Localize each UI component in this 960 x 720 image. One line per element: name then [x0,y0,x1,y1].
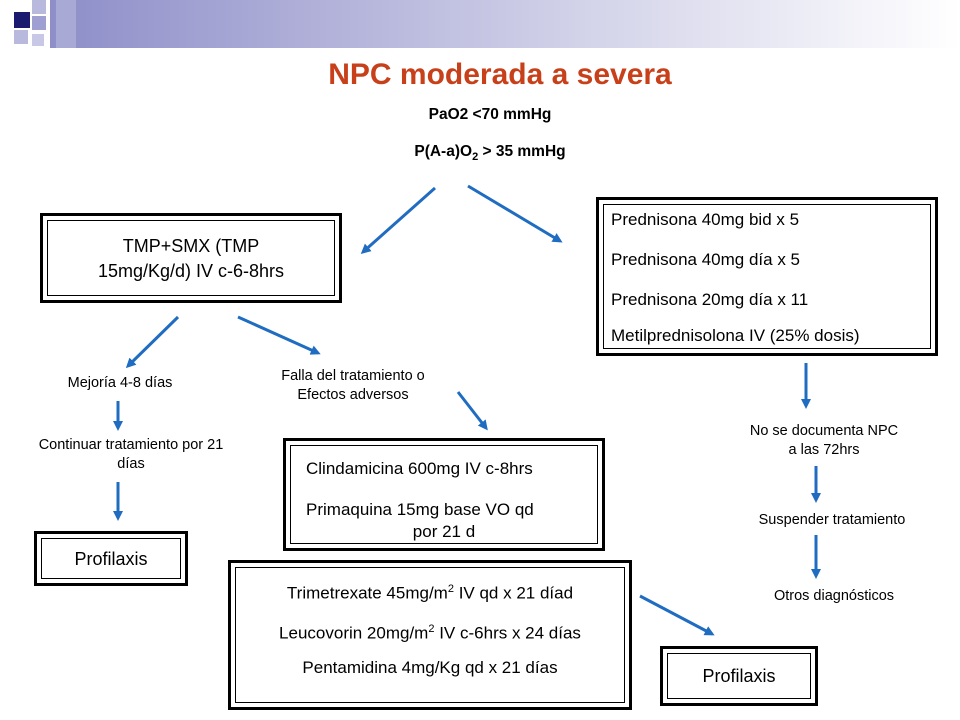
label-falla-line2: Efectos adversos [297,387,409,403]
arrow-to-profilaxis-right [639,594,715,636]
label-no-documenta-line2: a las 72hrs [788,442,860,458]
logo-square-dark [14,12,30,28]
arrow-to-mejoria [125,315,180,369]
box-tmp-smx: TMP+SMX (TMP 15mg/Kg/d) IV c-6-8hrs [40,213,342,303]
logo-square-light [14,30,28,44]
box-inner-border [47,220,335,296]
clindamicina-line3: por 21 d [412,522,476,541]
label-no-documenta: No se documenta NPC a las 72hrs [718,422,930,460]
box-profilaxis-right: Profilaxis [660,646,818,706]
box-clindamicina: Clindamicina 600mg IV c-8hrs Primaquina … [283,438,605,551]
box-inner-border [667,653,811,699]
trimetrexate-line2-sup: 2 [428,623,435,635]
label-continuar: Continuar tratamiento por 21 días [0,436,262,474]
logo-square-light [56,0,76,48]
trimetrexate-line3: Pentamidina 4mg/Kg qd x 21 días [302,658,558,677]
page-title: NPC moderada a severa [328,58,672,91]
box-inner-border [41,538,181,579]
profilaxis-right-text: Profilaxis [702,666,776,686]
box-inner-border [235,567,625,703]
criteria-gradient-prefix: P(A-a)O [414,143,473,160]
prednisona-item: Prednisona 40mg día x 5 [611,250,801,269]
label-falla: Falla del tratamiento o Efectos adversos [248,367,458,405]
arrow-to-tmp [360,186,436,254]
trimetrexate-line1-sup: 2 [447,583,454,595]
clindamicina-line2: Primaquina 15mg base VO qd [306,500,534,519]
label-otros: Otros diagnósticos [773,588,895,604]
trimetrexate-line1: Trimetrexate 45mg/m2 IV qd x 21 díad [231,579,629,604]
label-no-documenta-line1: No se documenta NPC [749,423,899,439]
tmp-smx-line1: TMP+SMX (TMP [122,236,260,256]
box-trimetrexate: Trimetrexate 45mg/m2 IV qd x 21 díad Leu… [228,560,632,710]
criteria-pao2: PaO2 <70 mmHg [428,106,552,123]
label-continuar-line1: Continuar tratamiento por 21 [38,437,224,453]
prednisona-item: Prednisona 20mg día x 11 [611,290,809,309]
box-profilaxis-left: Profilaxis [34,531,188,586]
arrow-to-prednisona [467,184,563,243]
label-falla-line1: Falla del tratamiento o [281,368,425,384]
label-continuar-line2: días [117,456,145,472]
criteria-gradient: P(A-a)O2 > 35 mmHg [350,143,630,163]
arrow-to-clindamicina [456,391,488,431]
label-suspender: Suspender tratamiento [758,512,906,528]
trimetrexate-line2-suffix: IV c-6hrs x 24 días [434,623,581,643]
arrow-to-falla [237,315,321,355]
trimetrexate-line2-prefix: Leucovorin 20mg/m [279,623,429,643]
box-inner-border [603,204,931,349]
trimetrexate-line2: Leucovorin 20mg/m2 IV c-6hrs x 24 días [231,619,629,644]
tmp-smx-line2: 15mg/Kg/d) IV c-6-8hrs [97,261,285,281]
box-inner-border [290,445,598,544]
profilaxis-left-text: Profilaxis [74,549,148,569]
box-prednisona: Prednisona 40mg bid x 5 Prednisona 40mg … [596,197,938,356]
logo-square-light [32,16,46,30]
logo-square-light [32,0,46,14]
clindamicina-line1: Clindamicina 600mg IV c-8hrs [306,459,533,478]
trimetrexate-line1-prefix: Trimetrexate 45mg/m [286,583,448,603]
prednisona-item: Metilprednisolona IV (25% dosis) [611,326,860,345]
header-gradient-bar [50,0,960,48]
trimetrexate-line1-suffix: IV qd x 21 díad [453,583,574,603]
logo-square-light [32,34,44,46]
tmp-smx-text: TMP+SMX (TMP 15mg/Kg/d) IV c-6-8hrs [43,234,339,284]
criteria-gradient-subscript: 2 [472,151,479,164]
label-mejoria: Mejoría 4-8 días [67,375,173,391]
criteria-gradient-suffix: > 35 mmHg [478,143,566,160]
prednisona-item: Prednisona 40mg bid x 5 [611,210,800,229]
